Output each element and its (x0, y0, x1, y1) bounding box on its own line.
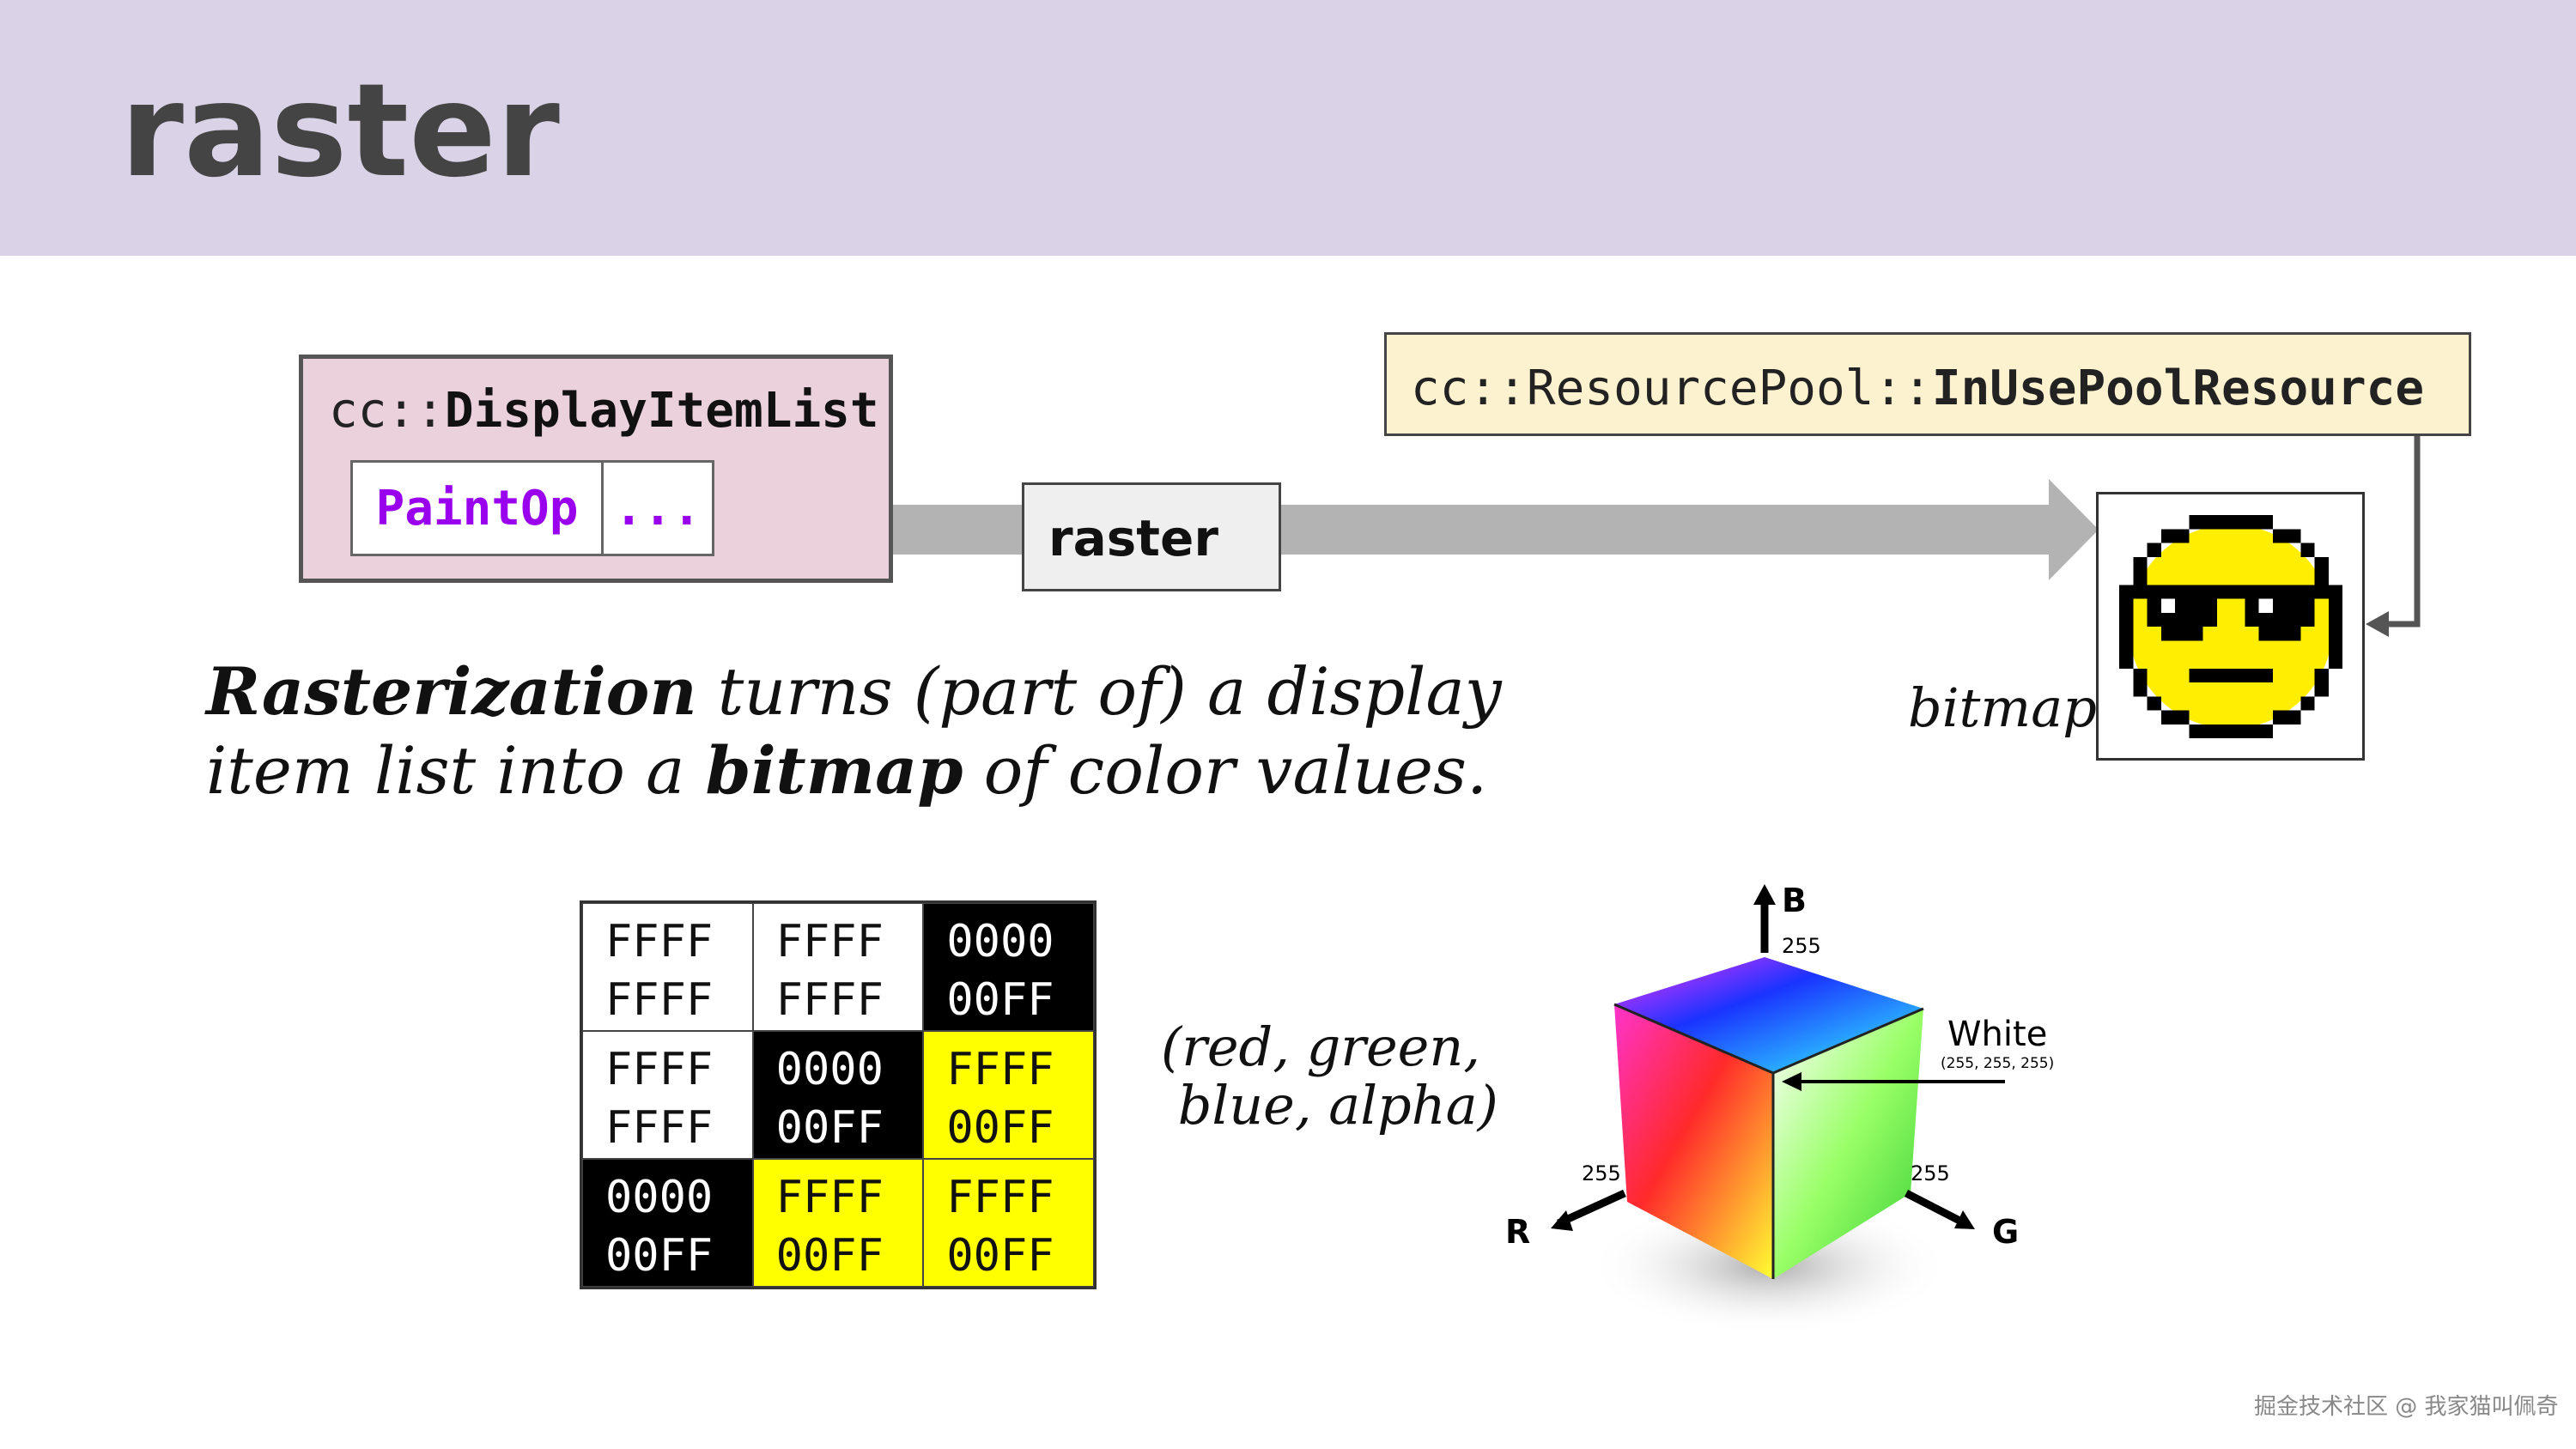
paintop-cell: PaintOp (350, 460, 604, 556)
svg-text:B: B (1782, 882, 1807, 919)
rgba-label: (red, green, blue, alpha) (1161, 1016, 1498, 1137)
display-item-list-label: cc::DisplayItemList (329, 383, 879, 439)
resource-pool-box: cc::ResourcePool::InUsePoolResource (1384, 332, 2471, 436)
raster-step-box: raster (1022, 482, 1281, 591)
page-title: raster (120, 57, 560, 206)
watermark: 掘金技术社区 @ 我家猫叫佩奇 (2254, 1394, 2559, 1420)
rgb-color-cube: B 255 R 255 G 255 White (255, 255, 255) (1505, 882, 2054, 1335)
bitmap-label: bitmap (1908, 676, 2097, 739)
display-item-list-box: cc::DisplayItemList PaintOp ... (299, 355, 893, 583)
ellipsis-cell: ... (601, 460, 714, 556)
svg-text:255: 255 (1911, 1161, 1950, 1185)
svg-text:(255, 255, 255): (255, 255, 255) (1941, 1055, 2054, 1072)
sunglasses-smiley-icon (2119, 515, 2342, 738)
resource-pool-label: cc::ResourcePool::InUsePoolResource (1411, 361, 2425, 416)
svg-text:White: White (1947, 1015, 2047, 1054)
bitmap-frame (2096, 492, 2365, 761)
svg-text:255: 255 (1782, 934, 1821, 958)
svg-text:R: R (1505, 1213, 1530, 1251)
svg-text:G: G (1992, 1213, 2019, 1251)
raster-step-label: raster (1048, 509, 1218, 567)
svg-text:255: 255 (1582, 1161, 1621, 1185)
header-band (0, 0, 2576, 256)
